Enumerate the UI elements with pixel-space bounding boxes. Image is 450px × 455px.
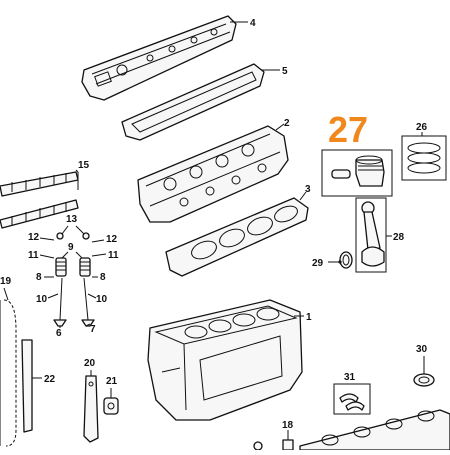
callout-11-left: 11 bbox=[28, 250, 39, 261]
valve-cover bbox=[81, 15, 237, 101]
main-bearings-box bbox=[333, 383, 371, 415]
crank-sprocket bbox=[253, 441, 263, 451]
valve-springs bbox=[55, 257, 91, 277]
callout-22: 22 bbox=[44, 374, 56, 385]
callout-9: 9 bbox=[68, 242, 74, 253]
callout-20: 20 bbox=[84, 358, 96, 369]
callout-13: 13 bbox=[66, 214, 78, 225]
callout-8-left: 8 bbox=[36, 272, 42, 283]
valve-cover-gasket bbox=[121, 63, 265, 141]
callout-6: 6 bbox=[56, 328, 62, 339]
rod-bearing bbox=[339, 251, 353, 269]
callout-21: 21 bbox=[106, 376, 118, 387]
crank-bolt bbox=[282, 430, 294, 451]
callout-12-left: 12 bbox=[28, 232, 40, 243]
tensioner-arm bbox=[83, 375, 99, 443]
valves bbox=[53, 277, 95, 327]
callout-4: 4 bbox=[250, 18, 256, 29]
callout-15: 15 bbox=[78, 160, 90, 171]
connecting-rod-box bbox=[355, 197, 387, 273]
callout-28: 28 bbox=[393, 232, 405, 243]
callout-11-right: 11 bbox=[108, 250, 119, 261]
callout-30: 30 bbox=[416, 344, 428, 355]
callout-7: 7 bbox=[90, 324, 96, 335]
callout-31: 31 bbox=[344, 372, 356, 383]
callout-12-right: 12 bbox=[106, 234, 118, 245]
callout-1: 1 bbox=[306, 312, 312, 323]
chain-tensioner bbox=[103, 397, 119, 415]
thrust-bearing bbox=[413, 373, 435, 387]
callout-26: 26 bbox=[416, 122, 428, 133]
callout-3: 3 bbox=[305, 184, 311, 195]
piston-box bbox=[321, 149, 393, 197]
callout-27-highlight: 27 bbox=[328, 109, 368, 150]
piston-rings-box bbox=[401, 135, 447, 181]
callout-18: 18 bbox=[282, 420, 294, 431]
callout-19: 19 bbox=[0, 276, 12, 287]
head-gasket bbox=[165, 197, 309, 277]
piston-pin bbox=[331, 169, 351, 179]
timing-chain bbox=[0, 299, 17, 447]
callout-10-left: 10 bbox=[36, 294, 48, 305]
cylinder-head bbox=[137, 125, 289, 223]
engine-block bbox=[147, 299, 303, 421]
chain-guide bbox=[21, 339, 33, 433]
callout-10-right: 10 bbox=[96, 294, 108, 305]
callout-29: 29 bbox=[312, 258, 324, 269]
callout-8-right: 8 bbox=[100, 272, 106, 283]
callout-2: 2 bbox=[284, 118, 290, 129]
crankshaft bbox=[299, 409, 450, 451]
callout-5: 5 bbox=[282, 66, 288, 77]
